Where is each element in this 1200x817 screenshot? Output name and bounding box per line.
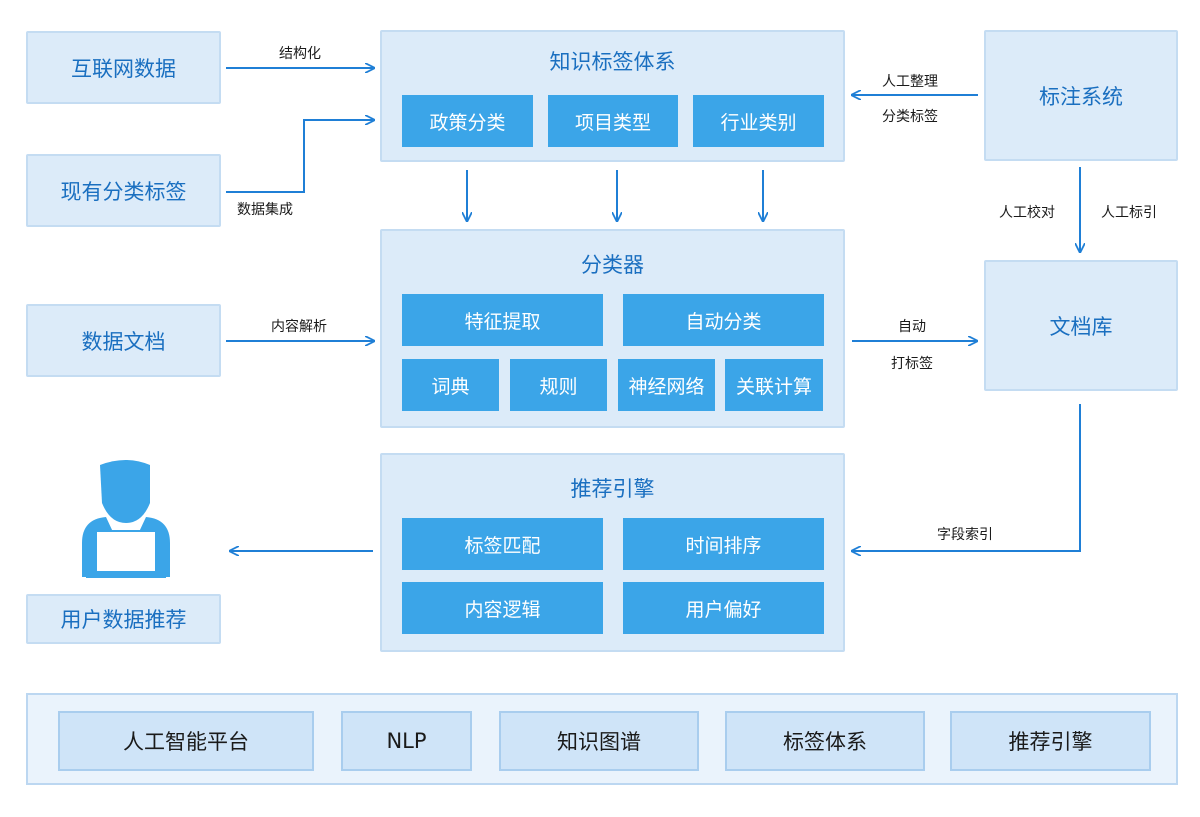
classifier-title: 分类器 [581,253,644,277]
platform-knowledge-graph: 知识图谱 [499,711,699,771]
user-laptop-icon [82,460,170,578]
user-recommend-box: 用户数据推荐 [26,594,221,644]
edge-label-manual-arrange: 人工整理 [882,74,938,90]
engine-tag-match: 标签匹配 [402,518,603,570]
edge-label-manual-index: 人工标引 [1101,205,1157,221]
engine-time-sort: 时间排序 [623,518,824,570]
recommend-engine-title: 推荐引擎 [570,477,655,501]
user-recommend-label: 用户数据推荐 [60,608,187,632]
classifier-feature-extract: 特征提取 [402,294,603,346]
classifier-rules: 规则 [510,359,607,411]
kts-item-policy: 政策分类 [402,95,533,147]
doc-library-label: 文档库 [1049,314,1113,339]
platform-recommend-engine: 推荐引擎 [950,711,1151,771]
kts-item-project-type: 项目类型 [548,95,678,147]
doc-library-box: 文档库 [984,260,1178,391]
platform-nlp: NLP [341,711,472,771]
internet-data-box: 互联网数据 [26,31,221,104]
edge-label-manual-proof: 人工校对 [999,205,1055,221]
classifier-dictionary: 词典 [402,359,499,411]
edge-label-data-integration: 数据集成 [237,202,293,218]
data-docs-label: 数据文档 [81,329,166,354]
engine-user-pref: 用户偏好 [623,582,824,634]
recommend-engine-panel: 推荐引擎 标签匹配 时间排序 内容逻辑 用户偏好 [380,453,845,652]
existing-tags-box: 现有分类标签 [26,154,221,227]
edge-label-auto: 自动 [898,319,926,335]
platform-tag-system: 标签体系 [725,711,925,771]
existing-tags-label: 现有分类标签 [60,179,187,204]
edge-label-content-parsing: 内容解析 [271,319,327,335]
edge-label-structuring: 结构化 [279,46,321,62]
arrow-library-to-engine [852,404,1081,551]
edge-label-tagging: 打标签 [891,356,933,372]
classifier-panel: 分类器 特征提取 自动分类 词典 规则 神经网络 关联计算 [380,229,845,428]
engine-content-logic: 内容逻辑 [402,582,603,634]
knowledge-tag-system-title: 知识标签体系 [549,50,676,74]
kts-item-industry: 行业类别 [693,95,824,147]
classifier-auto-classify: 自动分类 [623,294,824,346]
classifier-neural-net: 神经网络 [618,359,715,411]
arrow-existing-to-kts [226,120,374,193]
knowledge-tag-system-panel: 知识标签体系 政策分类 项目类型 行业类别 [380,30,845,162]
data-docs-box: 数据文档 [26,304,221,377]
internet-data-label: 互联网数据 [71,56,176,81]
classifier-association: 关联计算 [725,359,823,411]
annotation-system-label: 标注系统 [1039,84,1123,109]
platform-ai: 人工智能平台 [58,711,314,771]
platform-bar: 人工智能平台 NLP 知识图谱 标签体系 推荐引擎 [26,693,1178,785]
annotation-system-box: 标注系统 [984,30,1178,161]
edge-label-classification-tags: 分类标签 [882,109,938,125]
edge-label-field-index: 字段索引 [937,527,993,543]
